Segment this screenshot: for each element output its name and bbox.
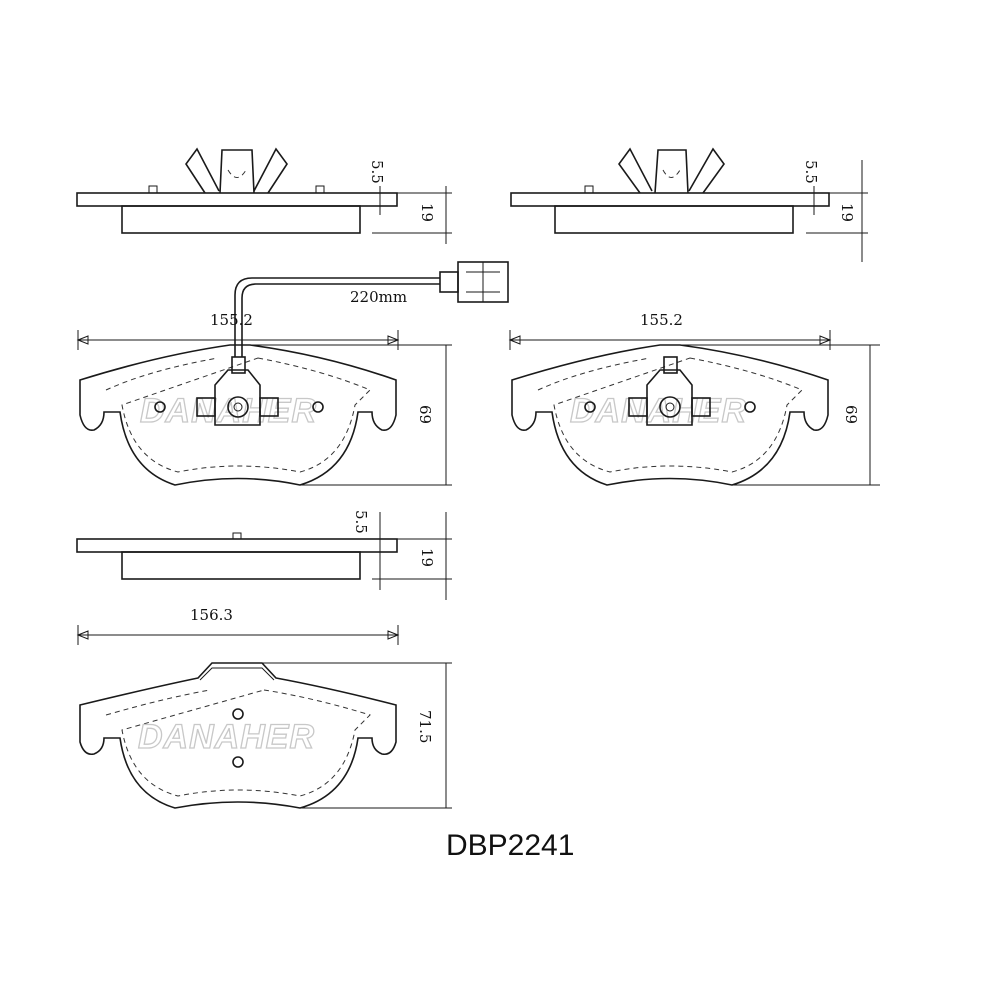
dim-total-2: 19 [838,203,856,222]
pad-side-view-1 [76,147,398,234]
watermark-2: DANAHER [570,392,747,430]
watermark-3: DANAHER [138,718,315,756]
dim-pad-height-2: 69 [842,405,860,424]
side-view-3-dimensions: 5.5 19 [352,510,452,600]
dim-thickness-1: 5.5 [368,160,386,184]
dim-total-1: 19 [418,203,436,222]
dim-pad-width-2: 155.2 [640,311,683,329]
dim-thickness-3: 5.5 [352,510,370,534]
pad-front-view-2: DANAHER [511,344,829,486]
dim-pad-width-3: 156.3 [190,606,233,624]
part-number-label: DBP2241 [446,829,574,862]
side-view-2-dimensions: 5.5 19 [802,160,868,262]
pad-side-view-2 [510,147,830,234]
front-view-1-dimensions: 155.2 69 [76,311,452,486]
side-view-1-dimensions: 5.5 19 [368,160,452,244]
dim-total-3: 19 [418,548,436,567]
dim-pad-height-3: 71.5 [416,710,434,743]
pad-front-view-3: DANAHER [79,662,397,809]
dim-pad-height-1: 69 [416,405,434,424]
pad-front-view-1: DANAHER [79,261,509,486]
dim-pad-width-1: 155.2 [210,311,253,329]
front-view-3-dimensions: 156.3 71.5 [76,606,452,809]
front-view-2-dimensions: 155.2 69 [508,311,880,486]
dim-wire-length: 220mm [350,288,407,306]
dim-thickness-2: 5.5 [802,160,820,184]
pad-side-view-3 [76,532,398,580]
